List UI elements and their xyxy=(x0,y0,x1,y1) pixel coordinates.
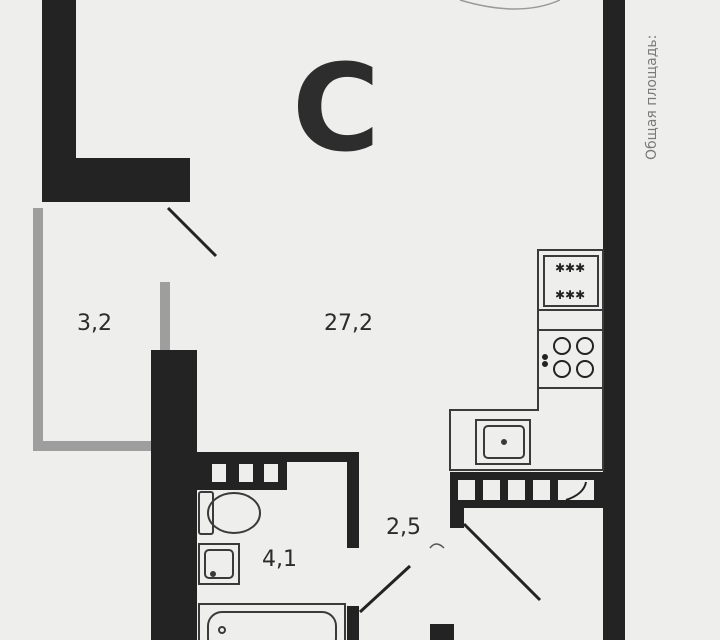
side-caption: Общая площадь: xyxy=(644,35,660,160)
wall-right xyxy=(603,0,625,640)
kitchen-cabinets xyxy=(450,472,603,508)
svg-text:✱✱✱: ✱✱✱ xyxy=(555,288,585,302)
oven-panel: ✱✱✱ ✱✱✱ xyxy=(543,255,599,307)
top-arc xyxy=(459,0,561,10)
wall-bathroom-right xyxy=(347,452,359,548)
bathtub xyxy=(198,603,346,640)
area-balcony: 3,2 xyxy=(77,311,112,336)
wall-bathroom-lower xyxy=(347,606,359,640)
door-swing-balcony xyxy=(166,206,218,258)
stove-burners xyxy=(542,337,594,378)
bathroom-sink xyxy=(198,543,240,585)
wall-entry xyxy=(450,508,464,528)
kitchen-sink xyxy=(475,419,531,465)
entry-marker xyxy=(429,543,445,549)
wall-bathroom-top xyxy=(197,452,357,462)
area-bathroom: 4,1 xyxy=(262,547,297,572)
wall-center xyxy=(151,350,197,640)
area-main-room: 27,2 xyxy=(324,311,373,336)
door-swing-entry xyxy=(462,522,542,602)
toilet-fixture xyxy=(198,491,261,535)
svg-text:✱✱✱: ✱✱✱ xyxy=(555,261,585,275)
bathroom-shelf xyxy=(197,460,287,490)
room-letter: С xyxy=(292,40,380,179)
kitchen-counter xyxy=(449,249,604,471)
area-hallway: 2,5 xyxy=(386,515,421,540)
wall-upper-left xyxy=(22,0,190,202)
wall-lower-right xyxy=(430,624,454,640)
door-swing-bathroom xyxy=(358,564,412,614)
